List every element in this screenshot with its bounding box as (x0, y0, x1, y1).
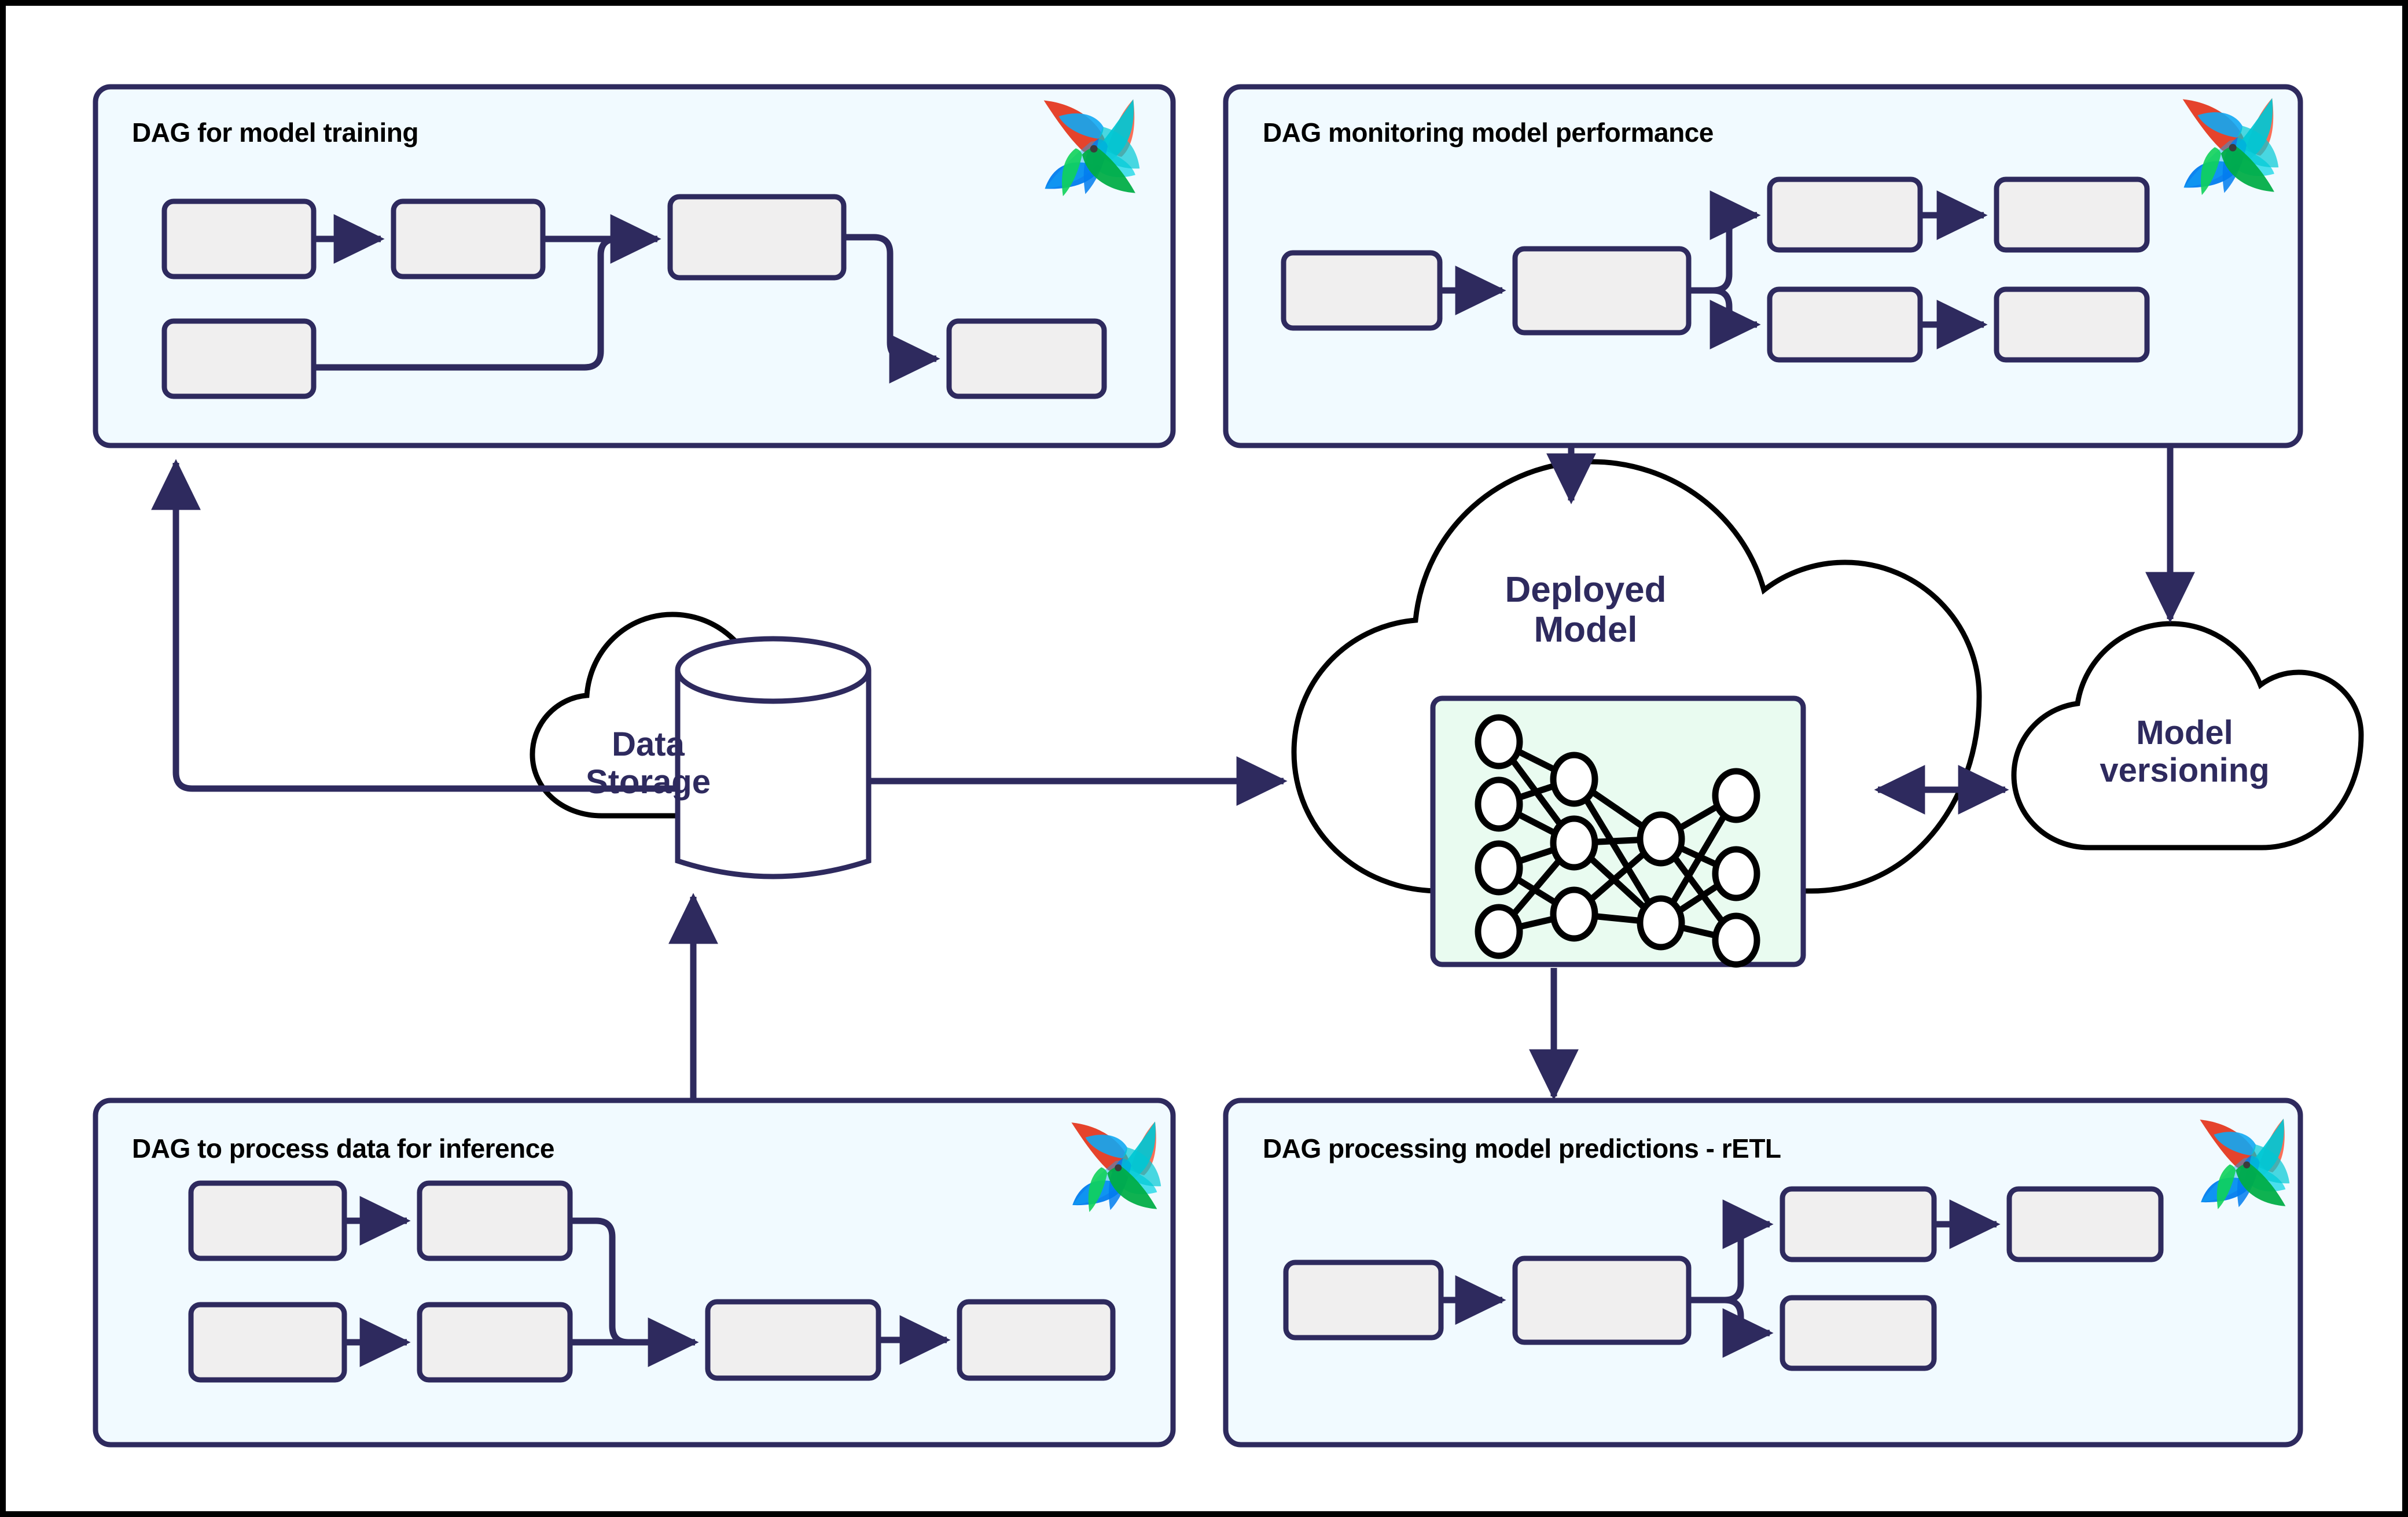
node-model-versioning[interactable] (2011, 621, 2364, 850)
panel-dag-retl[interactable] (1223, 1098, 2303, 1448)
task-box[interactable] (1281, 250, 1443, 331)
task-box[interactable] (1767, 286, 1923, 363)
data-storage-label: Data Storage (586, 726, 711, 801)
dag-edges (314, 214, 940, 384)
task-box[interactable] (667, 194, 847, 281)
task-box[interactable] (417, 1180, 573, 1261)
panel-dag-model-training[interactable] (93, 84, 1176, 448)
task-box[interactable] (391, 198, 546, 279)
dag-edges (344, 1196, 951, 1367)
task-box[interactable] (1283, 1260, 1444, 1341)
neural-network-nodes (1475, 714, 1760, 968)
deployed-model-label: Deployed Model (1505, 570, 1667, 650)
task-box[interactable] (1512, 246, 1692, 336)
panel-dag-inference-data[interactable] (93, 1098, 1176, 1448)
global-edges (151, 447, 2195, 1100)
panel-title-dag-model-training: DAG for model training (132, 117, 419, 148)
edge-storage-to-training (151, 459, 678, 792)
task-box[interactable] (1780, 1186, 1937, 1262)
model-versioning-cloud-icon (2011, 621, 2364, 850)
cylinder-top (675, 636, 872, 704)
node-data-storage[interactable] (530, 612, 872, 879)
task-box[interactable] (161, 318, 317, 399)
cylinder-body (675, 670, 872, 879)
task-box[interactable] (946, 318, 1107, 399)
task-box[interactable] (1767, 176, 1923, 253)
task-box[interactable] (1512, 1255, 1692, 1345)
panel-title-dag-retl: DAG processing model predictions - rETL (1263, 1133, 1781, 1163)
task-box[interactable] (1780, 1295, 1937, 1371)
task-box[interactable] (2006, 1186, 2164, 1262)
task-box[interactable] (1994, 286, 2150, 363)
panel-title-dag-monitoring: DAG monitoring model performance (1263, 117, 1714, 148)
task-box[interactable] (188, 1180, 347, 1261)
task-box[interactable] (188, 1302, 347, 1383)
model-versioning-label: Model versioning (2100, 714, 2270, 789)
node-deployed-model[interactable] (1291, 459, 1982, 968)
task-box[interactable] (161, 198, 317, 279)
dag-edges (1441, 1199, 2001, 1358)
mlops-pipeline-svg (93, 84, 2364, 1448)
task-box[interactable] (705, 1299, 881, 1381)
dag-edges (1440, 190, 1988, 349)
panel-title-dag-inference-data: DAG to process data for inference (132, 1133, 554, 1163)
task-box[interactable] (957, 1299, 1116, 1381)
task-box[interactable] (417, 1302, 573, 1383)
task-box[interactable] (1994, 176, 2150, 253)
panel-dag-monitoring[interactable] (1223, 84, 2303, 448)
